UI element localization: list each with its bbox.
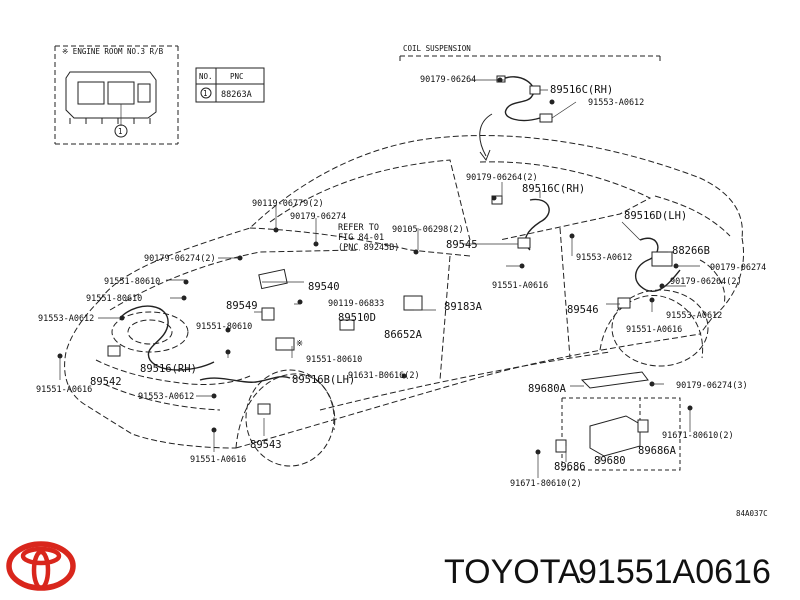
label-refer-to: REFER TO <box>338 223 379 233</box>
label-89540: 89540 <box>308 281 340 293</box>
label-asterisk: ※ <box>296 339 303 349</box>
label-91551-a0616-front: 91551-A0616 <box>36 385 92 395</box>
label-89549: 89549 <box>226 300 258 312</box>
label-91553-a0612-rear-b: 91553-A0612 <box>666 311 722 321</box>
label-91671-80610-2-a: 91671-80610(2) <box>662 431 734 441</box>
sensor-89542 <box>107 345 121 357</box>
label-91553-a0612-front-b: 91553-A0612 <box>138 392 194 402</box>
diagram-code: 84A037C <box>736 509 768 518</box>
label-91551-80610-c: 91551-80610 <box>196 322 252 332</box>
sensor-89510d <box>275 337 295 351</box>
sensor-89546 <box>617 297 631 309</box>
table-row-pnc: 88263A <box>221 90 252 100</box>
label-90179-06264-2: 90179-06264(2) <box>466 173 538 183</box>
label-91551-a0616-rear-b: 91551-A0616 <box>626 325 682 335</box>
sensor-wire-89516c <box>499 76 541 122</box>
table-header-no: NO. <box>199 72 213 81</box>
label-91553-a0612-front: 91553-A0612 <box>38 314 94 324</box>
ecu-89680 <box>589 415 641 457</box>
wire-89516-rh <box>121 305 215 371</box>
label-89510d: 89510D <box>338 312 376 324</box>
label-90179-06264: 90179-06264 <box>420 75 476 85</box>
coil-suspension-title: COIL SUSPENSION <box>403 44 471 53</box>
car-outline <box>64 135 744 467</box>
sensor-89545 <box>517 237 531 249</box>
label-90179-06274-3: 90179-06274(3) <box>676 381 748 391</box>
module-89540 <box>258 268 288 290</box>
parts-layer <box>57 77 693 471</box>
label-90179-06264-2-rear: 90179-06264(2) <box>670 277 742 287</box>
part-number: 91551A0616 <box>578 553 771 591</box>
label-89183a: 89183A <box>444 301 483 313</box>
label-91551-a0616-rear: 91551-A0616 <box>492 281 548 291</box>
bracket-89686 <box>555 439 567 453</box>
label-89680a: 89680A <box>528 383 567 395</box>
label-fig-84-01: FIG 84-01 <box>338 233 384 243</box>
brand-name: TOYOTA <box>444 553 581 591</box>
label-86652a: 86652A <box>384 329 423 341</box>
toyota-logo <box>6 541 76 591</box>
label-90105-06298: 90105-06298(2) <box>392 225 464 235</box>
label-91671-80610-2-b: 91671-80610(2) <box>510 479 582 489</box>
label-89546: 89546 <box>567 304 599 316</box>
label-89686: 89686 <box>554 461 586 473</box>
sensor-86652a <box>339 319 355 331</box>
bracket-89680a <box>580 371 649 389</box>
label-90119-06779: 90119-06779(2) <box>252 199 324 209</box>
label-91631-b0616: 91631-B0616(2) <box>348 371 420 381</box>
bracket-89686a <box>637 419 649 433</box>
label-89686a: 89686A <box>638 445 677 457</box>
label-89516d-lh: 89516D(LH) <box>624 210 687 222</box>
arrow-icon <box>479 149 491 162</box>
part-labels: 90179-06264 89516C(RH) 91553-A0612 90179… <box>36 75 768 518</box>
label-88266b: 88266B <box>672 245 710 257</box>
sensor-89543 <box>257 403 271 415</box>
label-pnc-89245b: (PNC 89245B) <box>338 243 399 253</box>
pnc-table: NO. PNC 1 88263A <box>195 67 265 103</box>
coil-suspension-inset: COIL SUSPENSION <box>399 44 661 162</box>
engine-room-title: ※ ENGINE ROOM NO.3 R/B <box>62 47 164 56</box>
sensor-89183a <box>403 295 423 311</box>
label-91551-a0616-front-b: 91551-A0616 <box>190 455 246 465</box>
label-89680: 89680 <box>594 455 626 467</box>
engine-room-inset: ※ ENGINE ROOM NO.3 R/B 1 <box>54 45 179 145</box>
label-91551-80610-b: 91551-80610 <box>86 294 142 304</box>
table-header-pnc: PNC <box>230 72 244 81</box>
wire-89516b-lh <box>199 375 291 383</box>
table-row-no: 1 <box>203 89 208 98</box>
engine-callout: 1 <box>118 127 123 136</box>
module-88266b <box>651 251 673 267</box>
label-91553-a0612-rear: 91553-A0612 <box>576 253 632 263</box>
label-89516b-lh: 89516B(LH) <box>292 374 355 386</box>
sensor-icon <box>539 113 553 123</box>
leader-lines <box>59 182 700 478</box>
label-89543: 89543 <box>250 439 282 451</box>
label-91551-80610-d: 91551-80610 <box>306 355 362 365</box>
label-90179-06274-rear: 90179-06274 <box>710 263 766 273</box>
label-91553-a0612: 91553-A0612 <box>588 98 644 108</box>
label-90119-06833: 90119-06833 <box>328 299 384 309</box>
sensor-89549 <box>261 307 275 321</box>
label-91551-80610-a: 91551-80610 <box>104 277 160 287</box>
callout-circle <box>114 124 128 138</box>
label-89516c-rh-rear: 89516C(RH) <box>522 183 585 195</box>
label-89542: 89542 <box>90 376 122 388</box>
label-89545: 89545 <box>446 239 478 251</box>
label-90179-06274: 90179-06274 <box>290 212 346 222</box>
label-90179-06274-2: 90179-06274(2) <box>144 254 216 264</box>
label-89516c-rh: 89516C(RH) <box>550 84 613 96</box>
relay-88263a <box>107 81 135 105</box>
label-89516-rh: 89516(RH) <box>140 363 197 375</box>
